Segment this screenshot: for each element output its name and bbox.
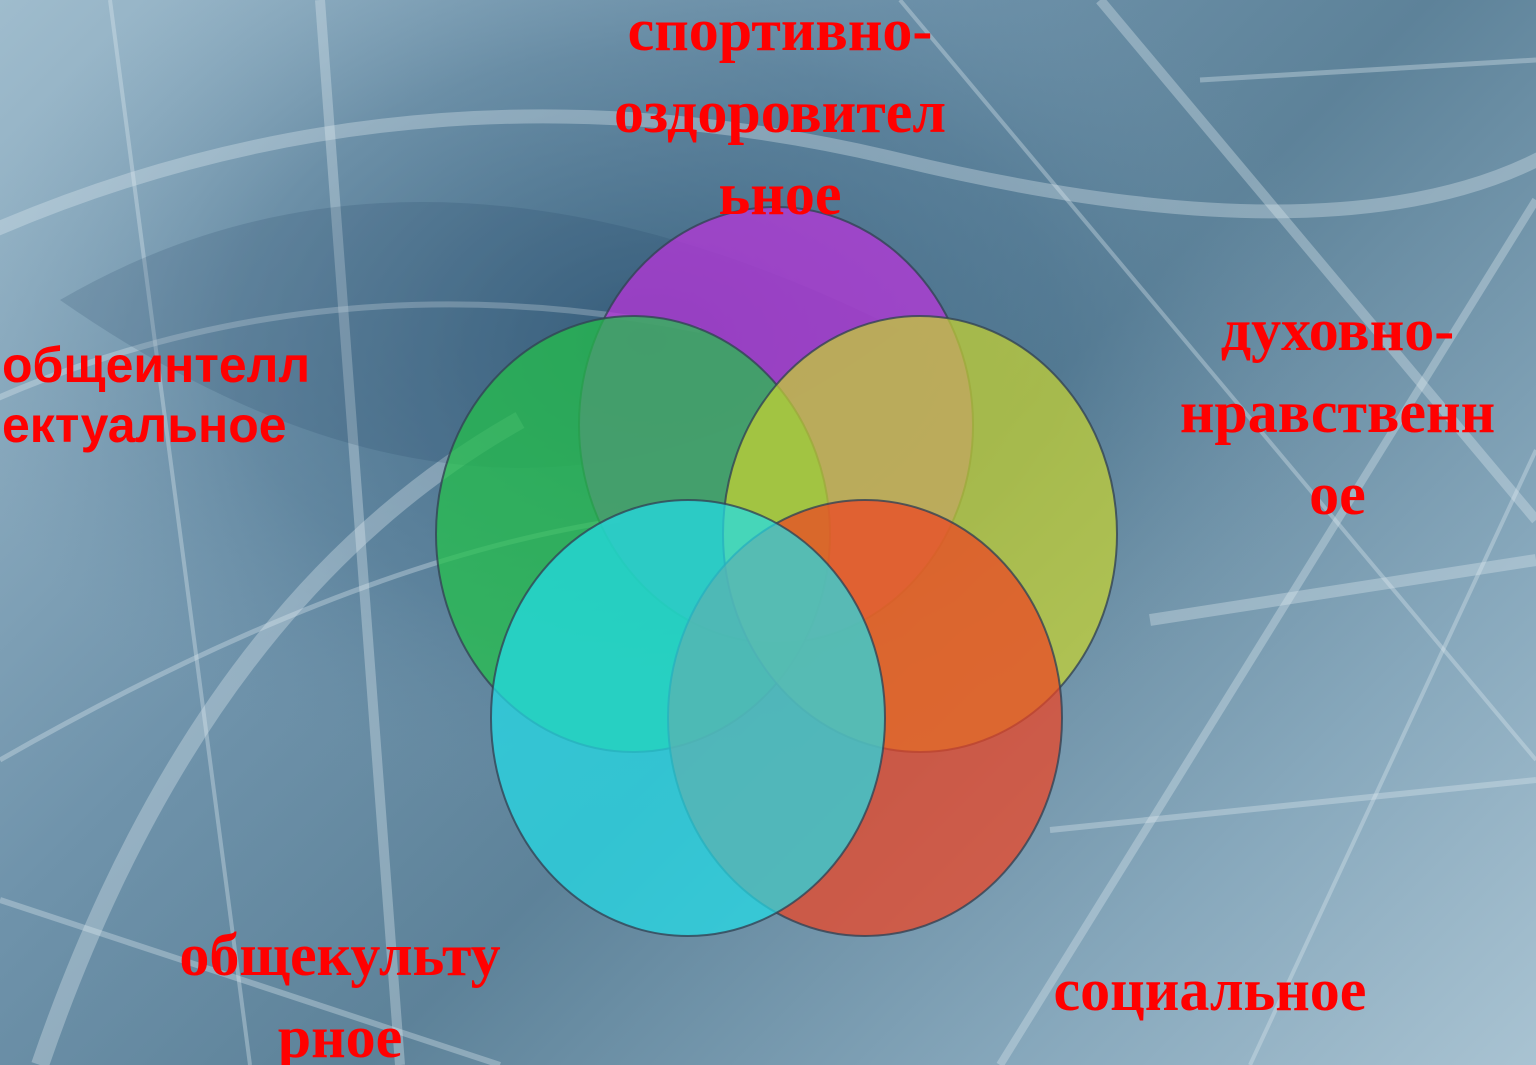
label-intel-line-2: ектуальное: [2, 397, 287, 453]
label-sport-health: спортивно- оздоровител ьное: [520, 0, 1040, 246]
label-general-intellectual: общеинтелл ектуальное: [2, 340, 422, 460]
label-spirit-line-2: нравственн: [1179, 379, 1496, 445]
circle-culture: [490, 499, 886, 937]
label-spirit-line-3: ое: [1309, 461, 1366, 527]
label-social: социальное: [1000, 960, 1420, 1042]
label-spirit-line-1: духовно-: [1220, 297, 1455, 363]
label-culture-line-1: общекульту: [179, 922, 501, 988]
label-general-cultural: общекульту рное: [130, 925, 550, 1065]
label-intel-line-1: общеинтелл: [2, 337, 311, 393]
label-culture-line-2: рное: [277, 1004, 403, 1065]
label-sport-line-1: спортивно-: [627, 0, 933, 63]
label-social-line-1: социальное: [1053, 957, 1367, 1023]
label-sport-line-3: ьное: [718, 161, 842, 227]
label-spiritual-moral: духовно- нравственн ое: [1150, 300, 1525, 546]
label-sport-line-2: оздоровител: [614, 79, 946, 145]
